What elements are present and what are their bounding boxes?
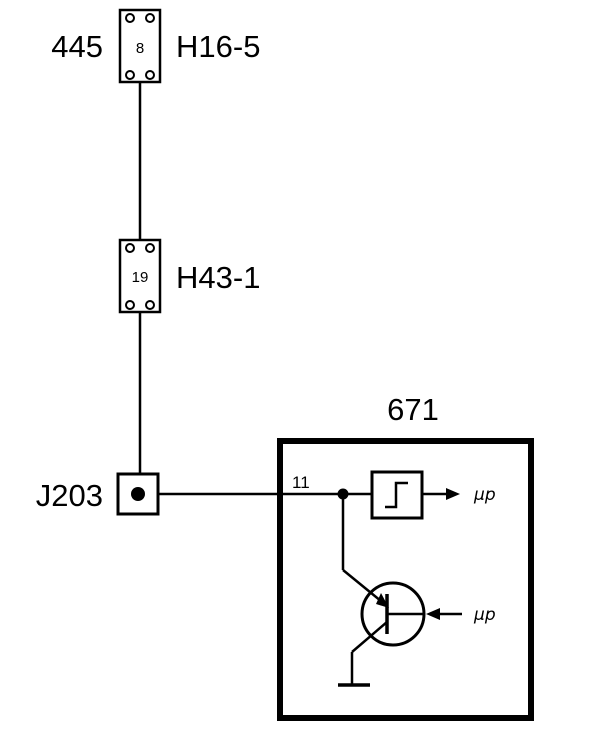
connector-h43-1-hole [145,243,155,253]
connector-h16-5-hole [145,13,155,23]
circuit-number-label: 445 [51,29,103,64]
connector-h43-1-hole [125,300,135,310]
connector-h43-1-body [118,238,162,314]
junction-j203-dot [131,487,145,501]
junction-j203-label: J203 [36,478,103,513]
connector-h43-1-hole [125,243,135,253]
module-671-label: 671 [387,392,439,427]
transistor-arrow [376,593,389,608]
connector-h16-5-pin: 8 [136,40,144,57]
connector-h16-5-label: H16-5 [176,29,260,64]
connector-h16-5-hole [125,13,135,23]
transistor-icon [342,569,426,653]
connector-h43-1: 19 [118,238,162,314]
transistor-emitter [351,621,388,653]
output-arrow-icon [446,488,460,500]
module-pin-label: 11 [292,473,310,492]
input-arrow-icon [426,608,440,620]
connector-h43-1-hole [145,300,155,310]
schmitt-trigger-symbol [385,481,408,509]
connector-h16-5-hole [125,70,135,80]
connector-h16-5: 8 [118,8,162,84]
connector-h43-1-pin: 19 [132,269,149,286]
connector-h43-1-label: H43-1 [176,260,260,295]
connector-h16-5-hole [145,70,155,80]
input-microprocessor-label: μp [473,605,496,625]
module-671-box [277,438,534,721]
output-microprocessor-label: μp [473,485,496,505]
